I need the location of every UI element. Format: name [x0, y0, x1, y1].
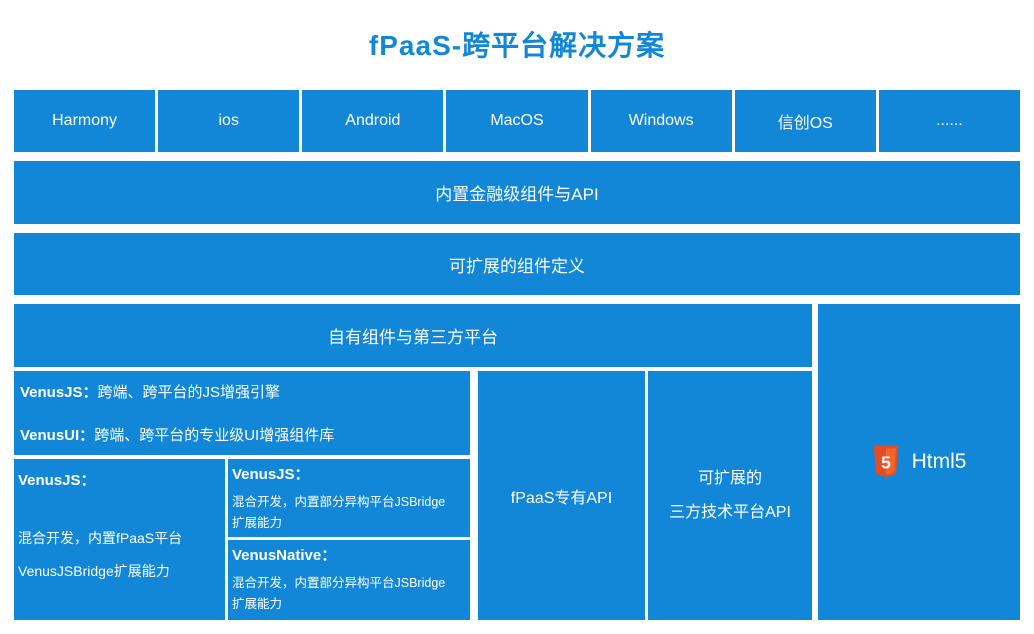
- venusjs-label: VenusJS：: [20, 384, 98, 401]
- venusjs-fpaas-line2: VenusJSBridge扩展能力: [18, 563, 170, 579]
- venusui-desc: 跨端、跨平台的专业级UI增强组件库: [94, 427, 335, 444]
- builtin-components-api-bar: 内置金融级组件与API: [14, 161, 1020, 224]
- venusjs-fpaas-line1: 混合开发，内置fPaaS平台: [18, 530, 183, 546]
- venusjs-fpaas-label: VenusJS：: [18, 472, 96, 489]
- venusjs-hybrid-box: VenusJS： 混合开发，内置部分异构平台JSBridge 扩展能力: [228, 459, 470, 537]
- platform-box-android: Android: [302, 90, 444, 152]
- platform-box-macos: MacOS: [446, 90, 588, 152]
- extensible-component-definition-bar: 可扩展的组件定义: [14, 233, 1020, 295]
- bottom-section: 自有组件与第三方平台 VenusJS：跨端、跨平台的JS增强引擎 VenusUI…: [14, 304, 1020, 620]
- html5-logo-icon: 5: [872, 446, 900, 478]
- third-party-line2: 三方技术平台API: [669, 503, 791, 521]
- venusnative-hybrid-label: VenusNative：: [232, 547, 337, 564]
- third-party-line1: 可扩展的: [697, 469, 762, 487]
- venusjs-engine-line: VenusJS：跨端、跨平台的JS增强引擎: [20, 381, 464, 402]
- fpaas-api-box: fPaaS专有API: [478, 371, 645, 620]
- venus-engine-box: VenusJS：跨端、跨平台的JS增强引擎 VenusUI：跨端、跨平台的专业级…: [14, 371, 470, 455]
- venusjs-hybrid-line1: 混合开发，内置部分异构平台JSBridge: [232, 495, 446, 509]
- html5-label: Html5: [911, 450, 967, 473]
- venusnative-hybrid-box: VenusNative： 混合开发，内置部分异构平台JSBridge 扩展能力: [228, 540, 470, 620]
- venusjs-hybrid-line2: 扩展能力: [232, 516, 283, 530]
- venusjs-hybrid-label: VenusJS：: [232, 466, 310, 483]
- own-components-third-party-bar: 自有组件与第三方平台: [14, 304, 812, 367]
- platform-box-more: ......: [878, 90, 1020, 152]
- platform-box-ios: ios: [158, 90, 300, 152]
- platform-box-windows: Windows: [590, 90, 732, 152]
- page-title: fPaaS-跨平台解决方案: [368, 30, 666, 61]
- venusui-engine-line: VenusUI：跨端、跨平台的专业级UI增强组件库: [20, 424, 464, 445]
- html5-box: 5 Html5: [818, 304, 1020, 620]
- platform-box-xinchuang-os: 信创OS: [734, 90, 876, 152]
- venusnative-hybrid-line1: 混合开发，内置部分异构平台JSBridge: [232, 576, 446, 590]
- venusjs-desc: 跨端、跨平台的JS增强引擎: [97, 384, 281, 401]
- venusnative-hybrid-line2: 扩展能力: [232, 597, 283, 611]
- venusui-label: VenusUI：: [20, 427, 95, 444]
- third-party-platform-api-box: 可扩展的 三方技术平台API: [648, 371, 812, 620]
- svg-text:5: 5: [881, 452, 891, 472]
- platform-box-harmony: Harmony: [14, 90, 156, 152]
- venusjs-fpaas-bridge-box: VenusJS： 混合开发，内置fPaaS平台 VenusJSBridge扩展能…: [14, 459, 225, 620]
- platform-row: Harmony ios Android MacOS Windows 信创OS .…: [14, 90, 1020, 152]
